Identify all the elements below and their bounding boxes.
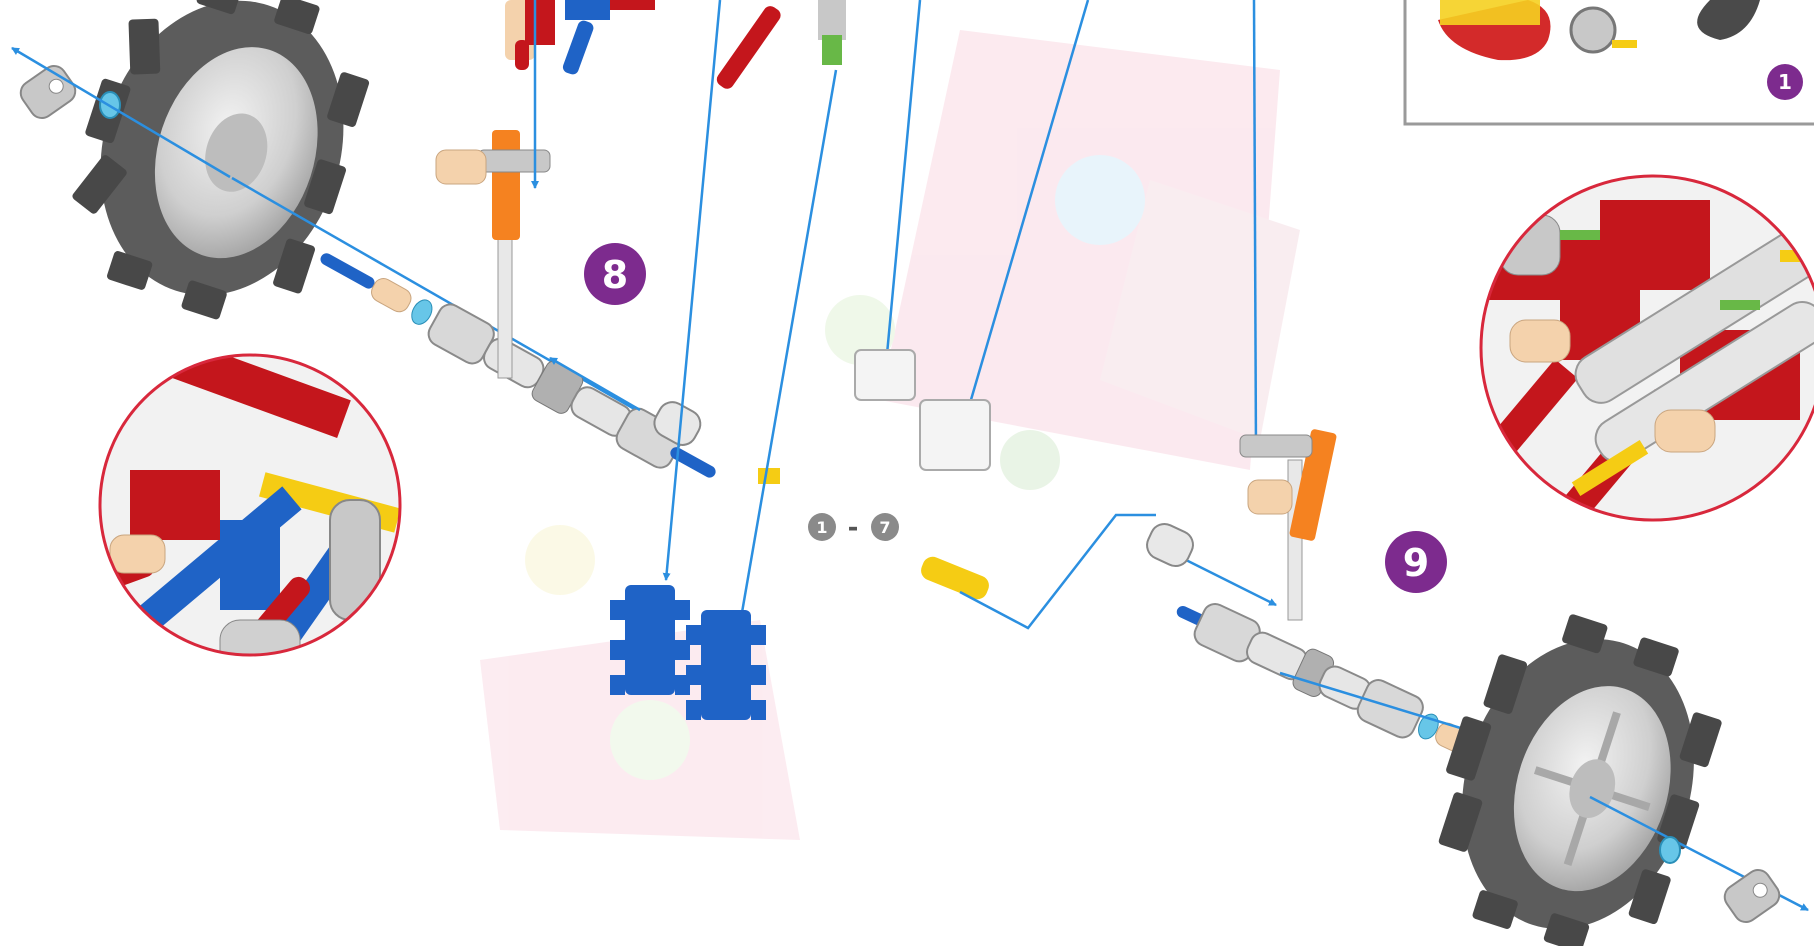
steps-range-label: 1 - 7: [808, 513, 899, 543]
svg-text:-: -: [848, 513, 859, 543]
svg-text:1: 1: [1778, 70, 1792, 94]
right-wheel: [1405, 592, 1744, 946]
route-line: [960, 515, 1156, 628]
svg-text:7: 7: [879, 518, 890, 537]
callout-detail-right: [1452, 175, 1814, 531]
svg-text:9: 9: [1403, 541, 1429, 585]
svg-text:8: 8: [602, 253, 628, 297]
right-end-connector: [1660, 837, 1784, 927]
step-9-badge: 9: [1385, 531, 1447, 593]
left-wheel: [43, 0, 392, 344]
step8-top-parts: [505, 0, 846, 91]
inset-step-badge: 1: [1767, 64, 1803, 100]
svg-text:1: 1: [816, 518, 827, 537]
yellow-axle-rod: [918, 554, 992, 602]
step-8-badge: 8: [584, 243, 646, 305]
ghost-model: [480, 30, 1300, 840]
callout-detail-left: [83, 332, 410, 717]
inset-box: 1: [1405, 0, 1814, 124]
